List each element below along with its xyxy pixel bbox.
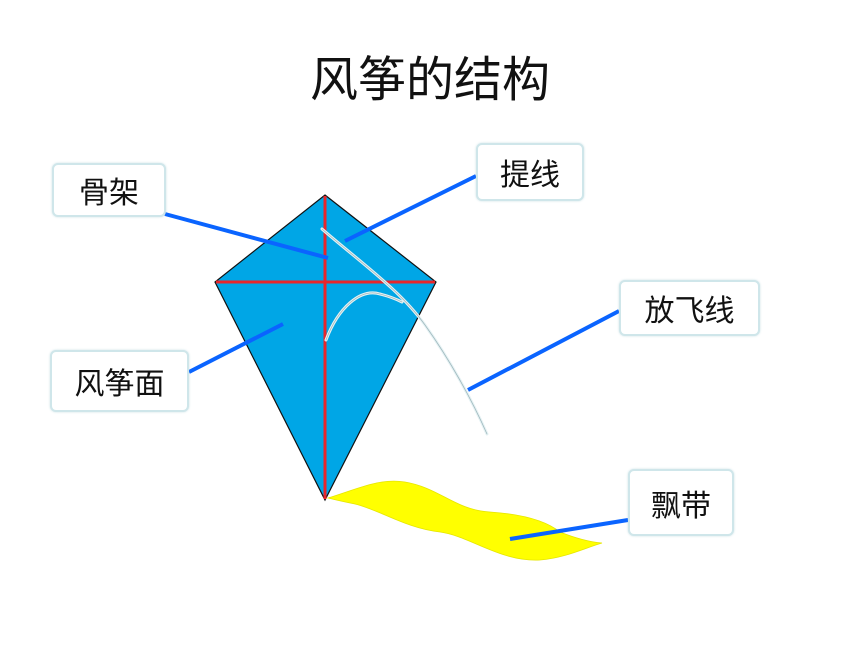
label-surface: 风筝面 (50, 350, 189, 412)
label-flying-line: 放飞线 (619, 280, 760, 336)
tail-ribbon (326, 480, 603, 561)
flying-string-outline (321, 228, 488, 435)
page-title: 风筝的结构 (309, 52, 550, 108)
leader-bridle (344, 174, 477, 243)
leader-surface (188, 322, 284, 374)
bridle-string-outline (325, 292, 403, 341)
label-frame: 骨架 (52, 163, 166, 217)
leader-tail (509, 518, 629, 541)
label-tail: 飘带 (628, 469, 734, 536)
leader-frame (164, 212, 329, 260)
leader-flying-line (467, 309, 620, 392)
label-bridle: 提线 (476, 143, 584, 201)
